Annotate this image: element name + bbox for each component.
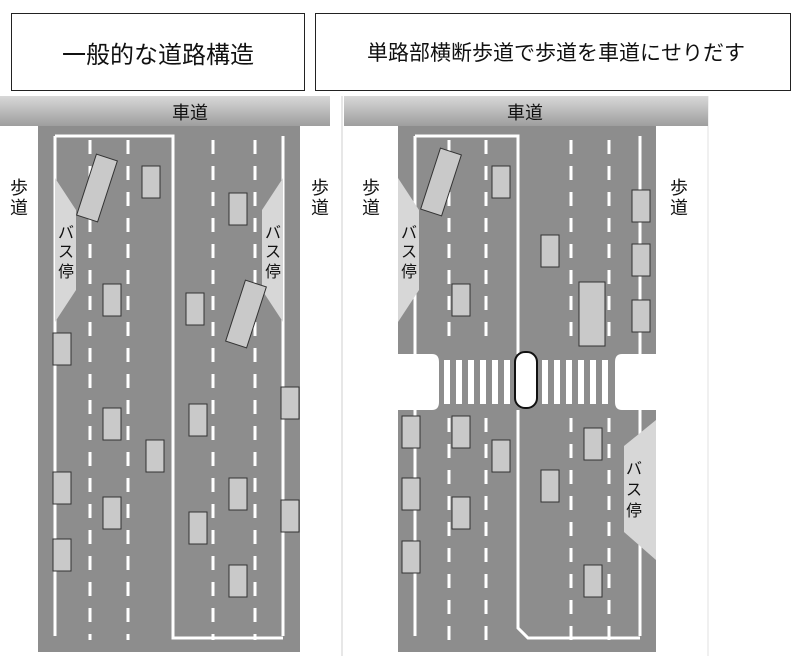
bus-stop-label-right-2: ス xyxy=(626,480,642,499)
car xyxy=(451,496,471,530)
car xyxy=(228,477,248,511)
car xyxy=(491,165,511,199)
car xyxy=(631,243,651,277)
bus-stop-label-left-1: バ xyxy=(401,223,417,242)
bus xyxy=(578,281,606,347)
car xyxy=(185,292,205,326)
car xyxy=(451,415,471,449)
vehicles xyxy=(52,153,300,598)
sidewalk-left xyxy=(344,126,398,146)
bus-stop-left xyxy=(398,178,419,322)
car xyxy=(280,499,300,533)
sidewalk-label-left-1: 歩 xyxy=(362,178,380,199)
center-line-top xyxy=(415,134,520,354)
sidewalk-right xyxy=(300,126,330,652)
title-proposal-road: 単路部横断歩道で歩道を車道にせりだす xyxy=(315,13,791,91)
car xyxy=(451,283,471,317)
sidewalk-left xyxy=(0,126,38,652)
car xyxy=(631,189,651,223)
header-bar xyxy=(344,96,708,126)
car xyxy=(583,564,603,598)
sidewalk-label-right-1: 歩 xyxy=(311,178,329,199)
car xyxy=(228,564,248,598)
bus-stop-right xyxy=(262,178,283,322)
stop-line-bottom xyxy=(171,628,283,640)
bus-stop-label-left-2: ス xyxy=(401,242,417,261)
car xyxy=(141,165,161,199)
car xyxy=(401,540,421,574)
car xyxy=(540,469,560,503)
bus-stop-label-right-2: ス xyxy=(265,242,281,261)
car xyxy=(102,407,122,441)
bus-stop-label-left-3: 停 xyxy=(401,262,417,281)
car xyxy=(52,538,72,572)
roadway xyxy=(38,126,300,652)
bus-stop-right xyxy=(624,420,656,560)
sidewalk-label-left-1: 歩 xyxy=(10,178,28,199)
car xyxy=(401,415,421,449)
bus-stop-label-right-3: 停 xyxy=(265,262,281,281)
car xyxy=(228,192,248,226)
car xyxy=(102,496,122,530)
car xyxy=(102,283,122,317)
car xyxy=(188,511,208,545)
bus-stop-label-left-2: ス xyxy=(58,242,74,261)
roadway-label: 車道 xyxy=(507,103,543,124)
car xyxy=(188,403,208,437)
sidewalk-label-right-1: 歩 xyxy=(670,178,688,199)
center-line-top xyxy=(55,134,175,628)
car xyxy=(631,299,651,333)
car xyxy=(145,439,165,473)
sidewalk-label-right-2: 道 xyxy=(311,198,329,219)
refuge-island xyxy=(514,351,538,409)
bus xyxy=(225,279,267,349)
panel-general: 車道 歩 道 歩 道 バ ス 停 xyxy=(0,96,330,652)
bus-stop-label-right-1: バ xyxy=(265,223,281,242)
bus-stop-label-right-1: バ xyxy=(626,459,642,478)
center-line-bottom xyxy=(516,410,640,640)
vehicles xyxy=(401,147,651,598)
car xyxy=(583,427,603,461)
lane-markings xyxy=(88,140,257,640)
header-bar xyxy=(0,96,330,126)
bus-stop-label-left-1: バ xyxy=(58,223,74,242)
bus-stop-left xyxy=(55,178,76,322)
bus-stop-label-left-3: 停 xyxy=(58,262,74,281)
bus xyxy=(420,147,462,217)
lane-markings xyxy=(447,140,611,640)
sidewalk-label-right-2: 道 xyxy=(670,198,688,219)
car xyxy=(52,471,72,505)
sidewalk-label-left-2: 道 xyxy=(10,198,28,219)
roadway-label: 車道 xyxy=(172,103,208,124)
crosswalk xyxy=(444,360,608,404)
sidewalk-label-left-2: 道 xyxy=(362,198,380,219)
bus-stop-label-right-3: 停 xyxy=(626,501,642,520)
title-general-road: 一般的な道路構造 xyxy=(11,13,305,91)
bus xyxy=(76,153,118,223)
car xyxy=(52,332,72,366)
car xyxy=(540,234,560,268)
panel-proposal: 車道 xyxy=(344,96,708,652)
car xyxy=(401,477,421,511)
car xyxy=(491,439,511,473)
car xyxy=(280,386,300,420)
